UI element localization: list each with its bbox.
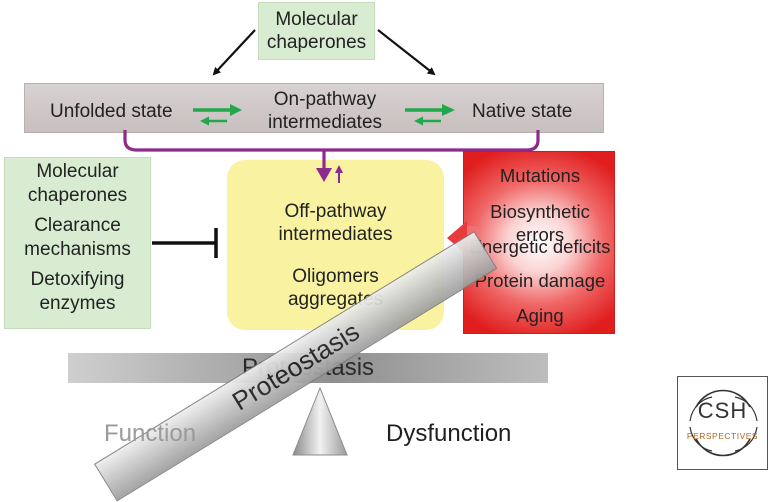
stress-item-mutations: Mutations — [499, 165, 581, 186]
on-pathway-intermediates-label: On-pathway intermediates — [255, 88, 395, 134]
dna-helix-icon — [689, 389, 758, 457]
logo-csh-text: CSH — [697, 398, 748, 423]
stress-item-protein-damage: Protein damage — [474, 270, 606, 291]
csh-perspectives-logo — [677, 376, 768, 470]
oligomers-line1: Oligomers — [292, 266, 379, 287]
on-pathway-line1: On-pathway — [273, 89, 377, 110]
left-line-3: Clearance — [34, 215, 121, 236]
equilibrium-arrows-right — [405, 104, 455, 126]
chaperone-arrow-left — [212, 29, 256, 76]
top-chaperones-line1: Molecular — [275, 9, 358, 30]
stress-item-energetic-deficits: Energetic deficits — [469, 236, 611, 257]
off-pathway-line1: Off-pathway — [284, 201, 387, 222]
diagram-arrows — [123, 29, 540, 456]
off-pathway-label: Off-pathway intermediates — [227, 200, 444, 246]
left-line-6: enzymes — [39, 293, 116, 314]
stress-item-biosynthetic-errors: Biosynthetic errors — [490, 201, 590, 245]
left-line-1: Molecular — [36, 161, 119, 182]
function-label: Function — [104, 420, 197, 447]
fulcrum-triangle — [292, 386, 348, 456]
left-line-4: mechanisms — [24, 239, 131, 260]
off-pathway-line2: intermediates — [278, 224, 393, 245]
misfolding-bracket-arrow — [123, 130, 540, 183]
folding-pathway-bar — [24, 83, 604, 133]
native-state-label: Native state — [472, 101, 573, 122]
unfolded-state-label: Unfolded state — [50, 101, 173, 122]
left-line-2: chaperones — [27, 185, 128, 206]
logo-perspectives-text: PERSPECTIVES — [686, 431, 759, 441]
dysfunction-label: Dysfunction — [386, 420, 512, 447]
stress-item-aging: Aging — [516, 305, 564, 326]
inhibition-bar — [152, 228, 218, 258]
top-chaperones-line2: chaperones — [266, 32, 367, 53]
top-chaperones-box: Molecular chaperones — [258, 2, 375, 60]
equilibrium-arrows-left — [193, 104, 242, 126]
left-line-5: Detoxifying — [30, 269, 125, 290]
protective-factors-box: Molecular chaperones Clearance mechanism… — [4, 157, 151, 329]
chaperone-arrow-right — [377, 29, 436, 76]
on-pathway-line2: intermediates — [267, 112, 383, 133]
